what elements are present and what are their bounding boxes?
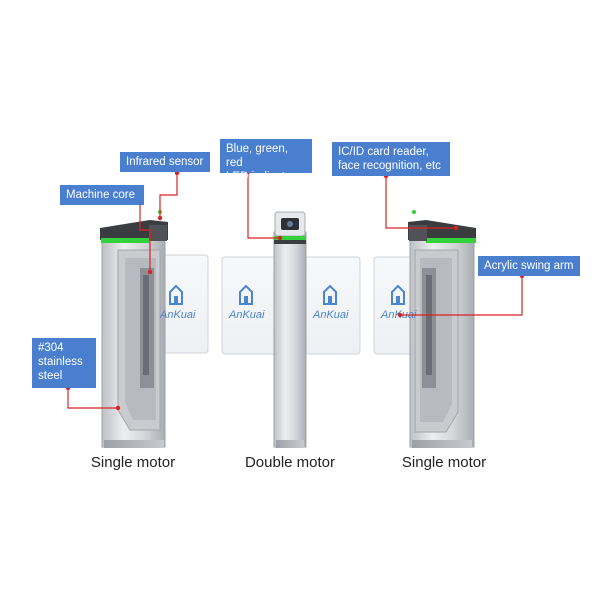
infrared-sensor-label: Infrared sensor — [120, 152, 210, 172]
svg-text:AnKuai: AnKuai — [312, 309, 349, 321]
svg-text:AnKuai: AnKuai — [159, 309, 196, 321]
led-indicator-line-1: Blue, green, red — [226, 142, 306, 170]
acrylic-swing-arm-label: Acrylic swing arm — [478, 256, 580, 276]
acrylic-swing-arm-text: Acrylic swing arm — [484, 260, 573, 272]
right-turnstile: AnKuai — [374, 210, 476, 448]
stainless-steel-label: #304 stainless steel — [32, 338, 96, 388]
left-led-strip — [101, 238, 149, 243]
led-indicator-line-2: LED indicator — [226, 170, 306, 184]
middle-caption: Double motor — [210, 454, 370, 471]
card-reader-line-1: IC/ID card reader, — [338, 145, 444, 159]
led-indicator-label: Blue, green, red LED indicator — [220, 139, 312, 173]
card-reader-leader — [386, 176, 456, 228]
left-turnstile: AnKuai — [100, 210, 208, 448]
middle-right-acrylic-panel — [302, 257, 360, 354]
machine-core-label: Machine core — [60, 185, 144, 205]
card-reader-line-2: face recognition, etc — [338, 159, 444, 173]
card-reader-label: IC/ID card reader, face recognition, etc — [332, 142, 450, 176]
middle-left-acrylic-panel — [222, 257, 280, 354]
stainless-steel-line-1: #304 — [38, 341, 90, 355]
stainless-steel-line-3: steel — [38, 369, 90, 383]
infrared-sensor-text: Infrared sensor — [126, 156, 203, 168]
right-caption: Single motor — [364, 454, 524, 471]
middle-turnstile: AnKuai AnKuai — [222, 212, 360, 448]
left-caption: Single motor — [53, 454, 213, 471]
middle-cabinet — [274, 232, 306, 447]
svg-text:AnKuai: AnKuai — [228, 309, 265, 321]
infrared-leader — [160, 173, 177, 218]
right-led-strip — [426, 238, 476, 243]
machine-core-text: Machine core — [66, 189, 135, 201]
stainless-steel-line-2: stainless — [38, 355, 90, 369]
